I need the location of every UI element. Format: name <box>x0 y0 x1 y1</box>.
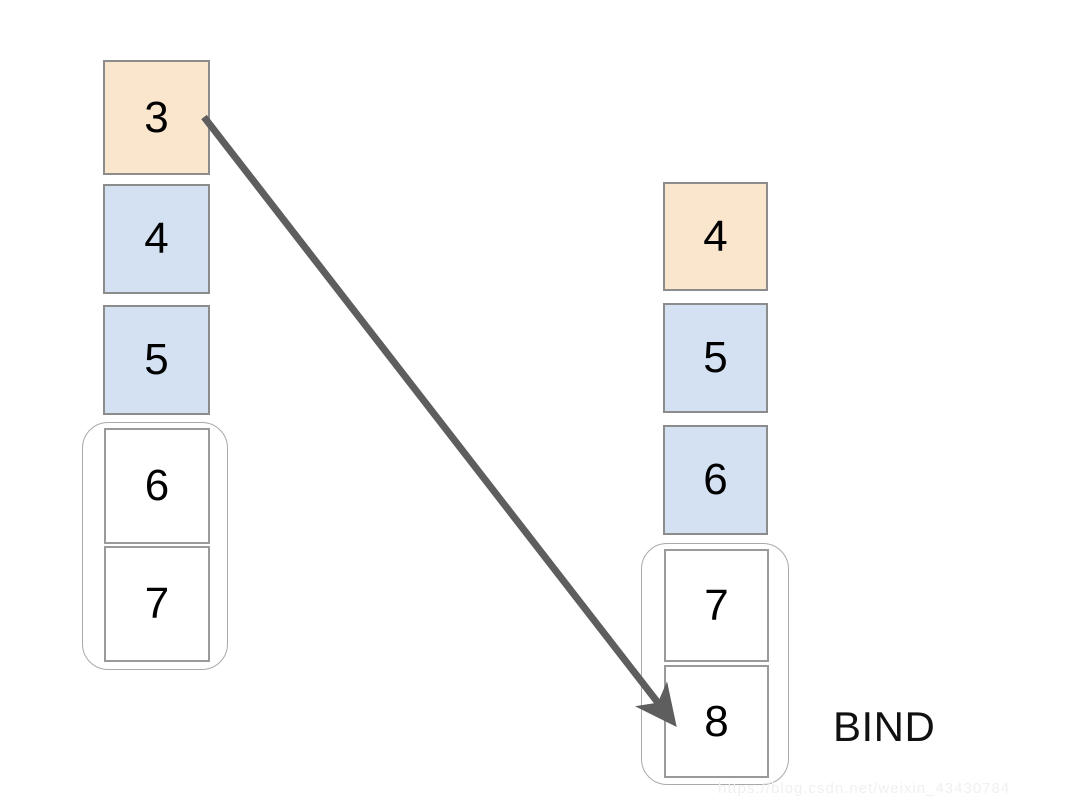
right-cell-5[interactable]: 5 <box>663 303 768 413</box>
left-cell-3[interactable]: 3 <box>103 60 210 175</box>
watermark-text: https://blog.csdn.net/weixin_43430784 <box>718 780 1011 797</box>
bind-arrow-line <box>201 114 677 727</box>
right-cell-4[interactable]: 4 <box>663 182 768 291</box>
left-cell-7[interactable]: 7 <box>104 546 210 662</box>
left-cell-6[interactable]: 6 <box>104 428 210 544</box>
bind-label: BIND <box>833 703 936 750</box>
left-cell-4[interactable]: 4 <box>103 184 210 294</box>
right-cell-6[interactable]: 6 <box>663 425 768 535</box>
left-cell-5[interactable]: 5 <box>103 305 210 415</box>
right-cell-8[interactable]: 8 <box>664 665 769 778</box>
right-cell-7[interactable]: 7 <box>664 549 769 662</box>
